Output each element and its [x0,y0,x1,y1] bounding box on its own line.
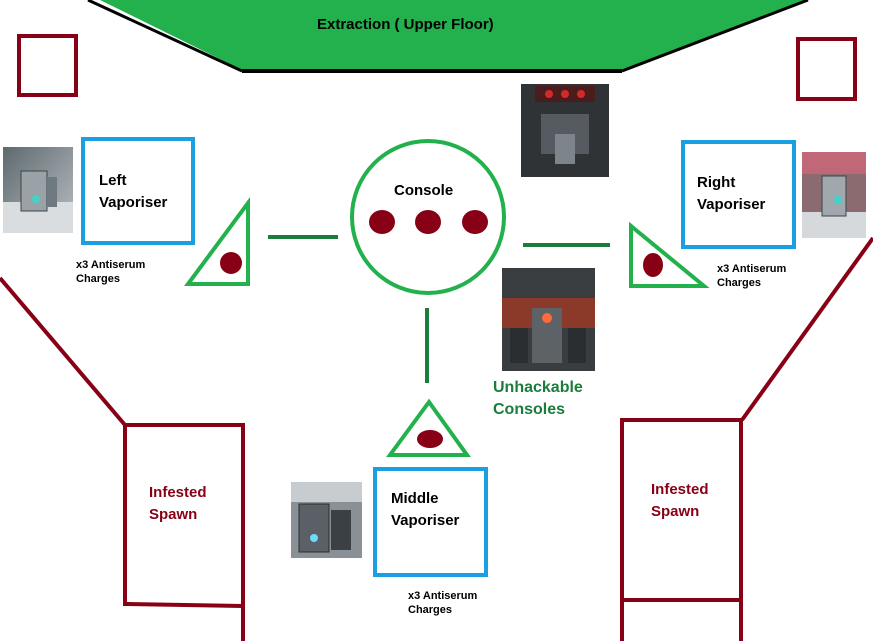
vaporiser-photo-middle [291,482,362,558]
vaporiser-left-charges-line1: x3 Antiserum [76,259,146,271]
unhackable-console-photo [502,268,595,371]
vaporiser-middle-charges-line1: x3 Antiserum [408,590,478,602]
vaporiser-photo-right [802,152,866,238]
infested-spawn-left-line2: Spawn [149,506,198,523]
vaporiser-left-line1: Left [99,172,127,189]
extraction-edge [621,0,809,73]
extraction-label: Extraction ( Upper Floor) [317,16,494,33]
wall-right [740,236,873,422]
vaporiser-left-label: Left Vaporiser [99,170,167,214]
triangle-left-dot [220,252,242,274]
vaporiser-middle-box [373,467,488,577]
console-dot-1 [369,210,395,234]
infested-spawn-right-label: Infested Spawn [651,479,709,523]
console-dot-2 [415,210,441,234]
vaporiser-left-charges-line2: Charges [76,273,121,285]
infested-spawn-left-label: Infested Spawn [149,482,207,526]
vaporiser-left-line2: Vaporiser [99,194,168,211]
vaporiser-right-box [681,140,796,249]
vaporiser-right-charges-line1: x3 Antiserum [717,263,787,275]
vaporiser-photo-left [3,147,73,233]
triangle-middle [386,398,471,457]
infested-spawn-left-line1: Infested [149,484,207,501]
triangle-middle-dot [417,430,443,448]
wall-left [0,276,127,427]
console-label: Console [394,182,454,199]
vaporiser-middle-line1: Middle [391,490,439,507]
vaporiser-middle-label: Middle Vaporiser [391,488,459,532]
infested-spawn-right-outline [620,418,743,641]
corner-marker-right [796,37,857,101]
vaporiser-middle-charges-line2: Charges [408,604,453,616]
console-photo [521,84,609,177]
unhackable-line2: Consoles [493,401,566,418]
vaporiser-right-label: Right Vaporiser [697,172,765,216]
infested-spawn-left-floor [124,602,244,608]
infested-spawn-right-line2: Spawn [651,503,700,520]
vaporiser-right-line1: Right [697,174,736,191]
vaporiser-middle-line2: Vaporiser [391,512,460,529]
vaporiser-middle-charges: x3 Antiserum Charges [408,589,477,617]
vaporiser-right-line2: Vaporiser [697,196,766,213]
console-dot-3 [462,210,488,234]
console-circle [350,139,506,295]
triangle-right [629,221,710,288]
extraction-zone [100,0,808,70]
infested-spawn-right-line1: Infested [651,481,709,498]
vaporiser-right-charges: x3 Antiserum Charges [717,262,786,290]
vaporiser-left-box [81,137,195,245]
infested-spawn-left-outline [123,423,245,641]
vaporiser-right-charges-line2: Charges [717,277,762,289]
unhackable-consoles-label: Unhackable Consoles [493,377,583,421]
triangle-right-dot [643,253,663,277]
vaporiser-left-charges: x3 Antiserum Charges [76,258,145,286]
extraction-edge [87,0,243,73]
corner-marker-left [17,34,78,97]
triangle-left [184,196,250,286]
unhackable-line1: Unhackable [493,379,583,396]
